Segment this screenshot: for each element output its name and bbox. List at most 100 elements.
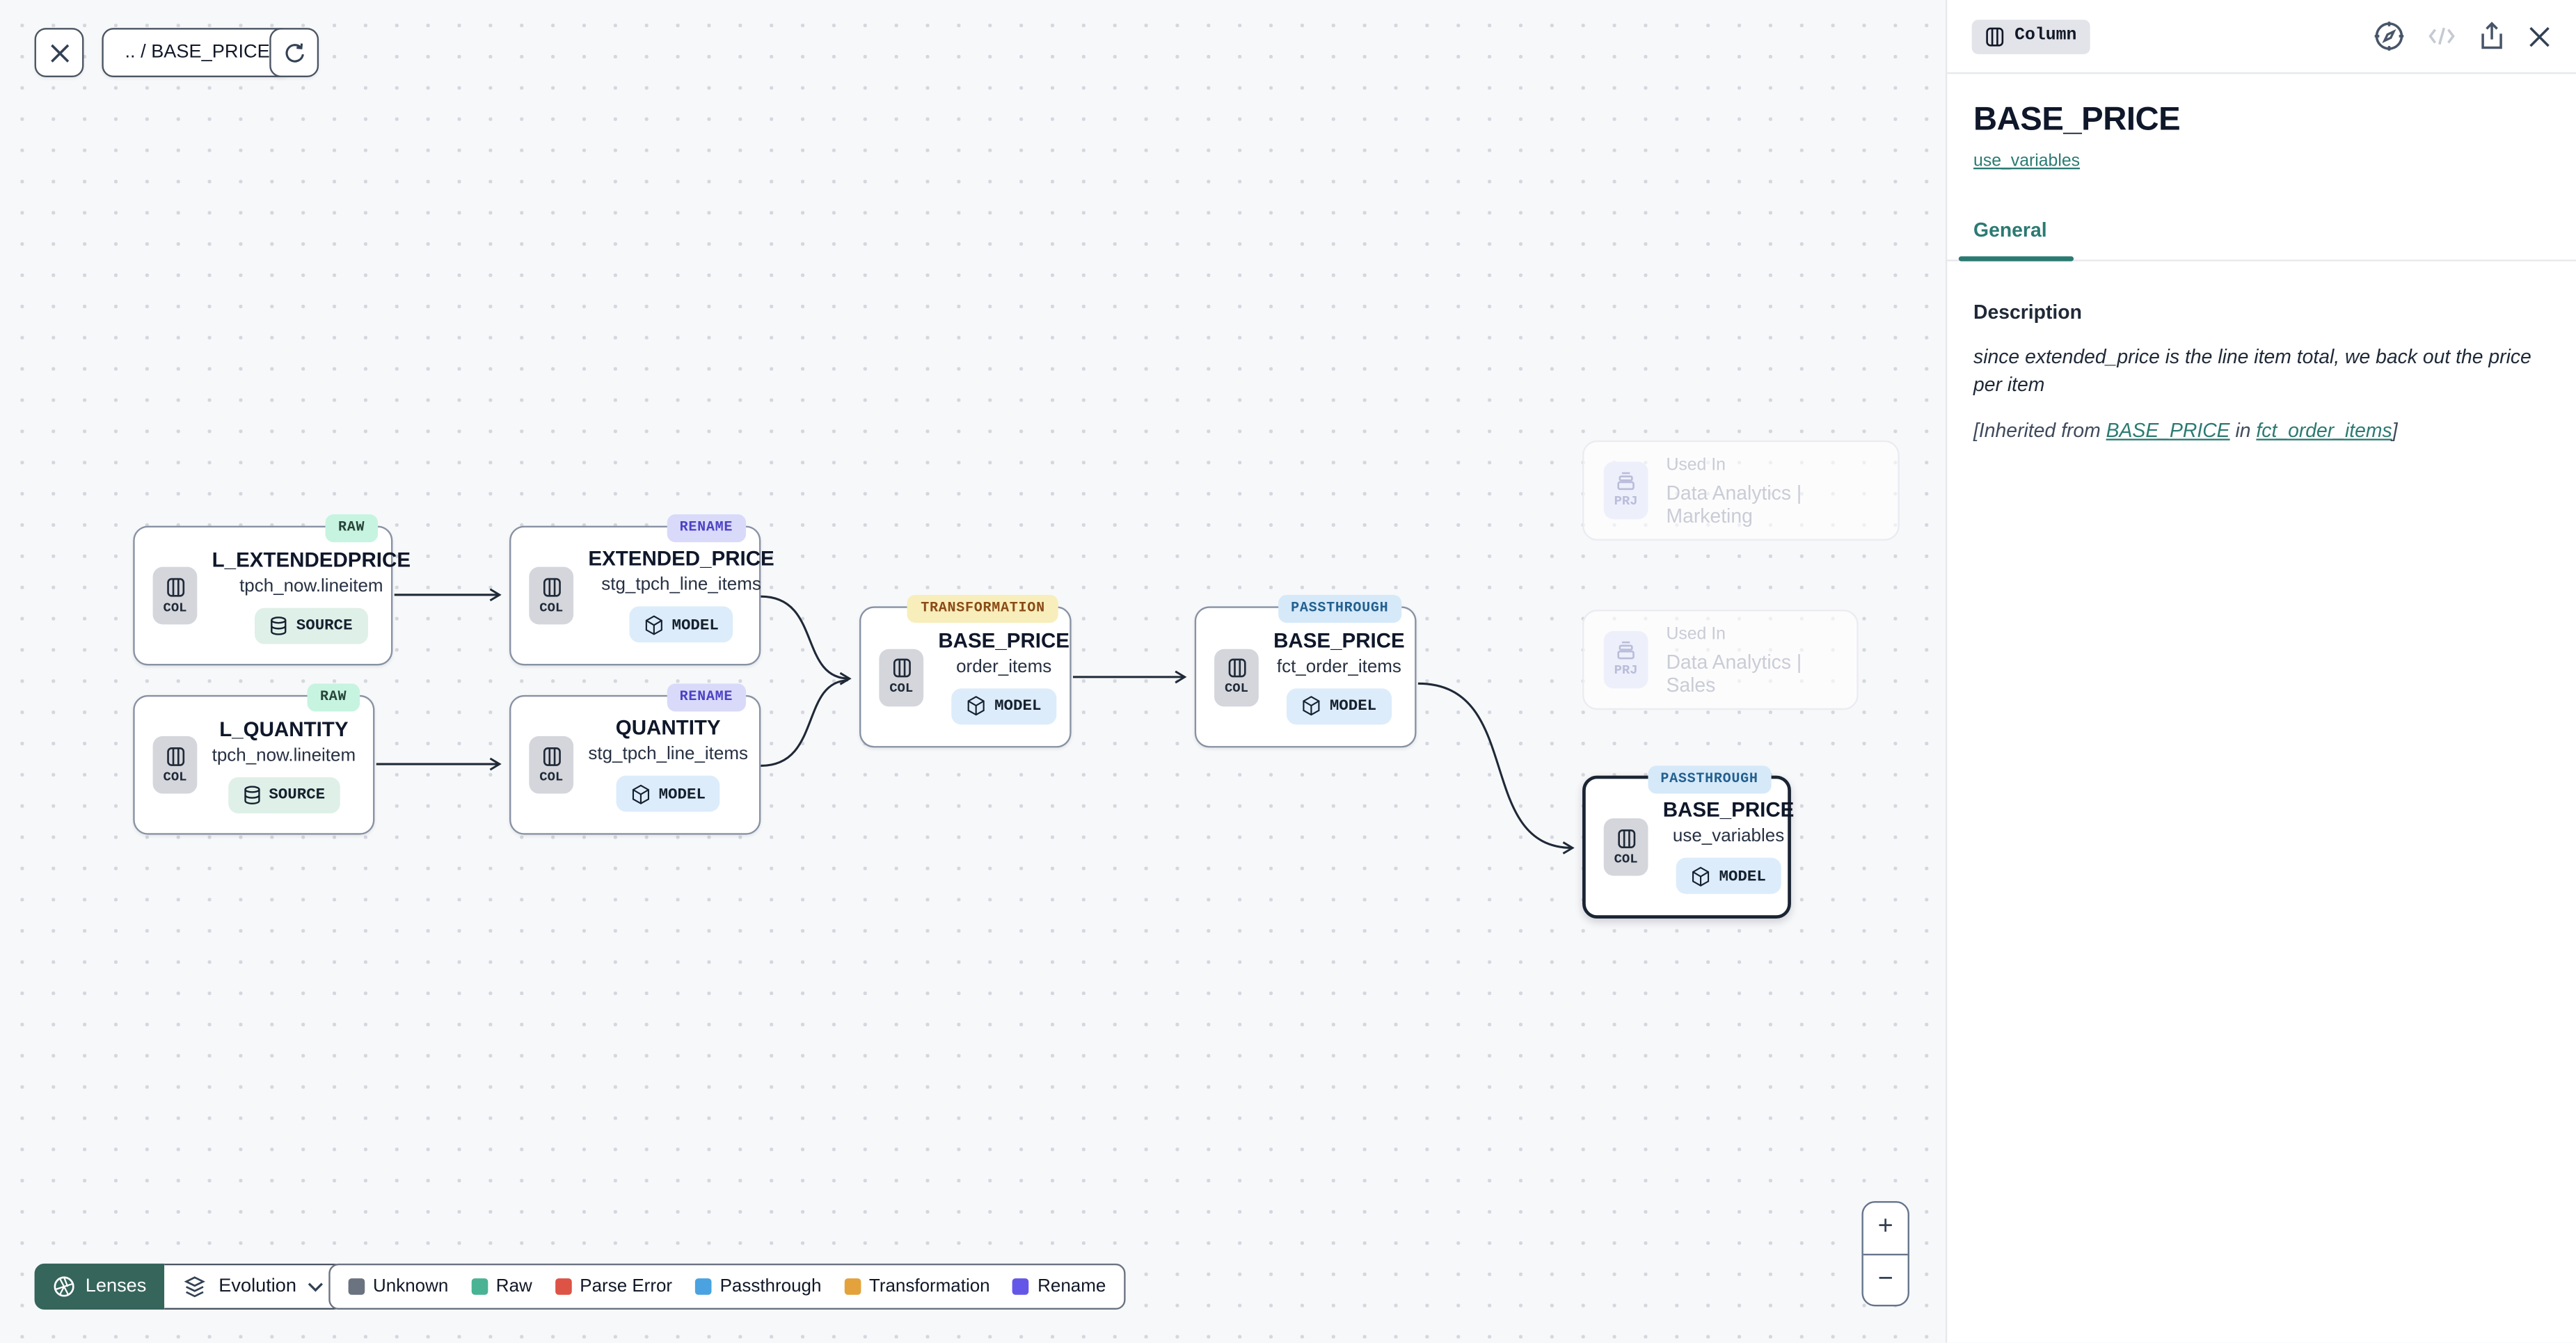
node-content: BASE_PRICE order_items MODEL <box>938 629 1070 725</box>
node-base-price-fct-order-items[interactable]: PASSTHROUGH COL BASE_PRICE fct_order_ite… <box>1194 594 1417 748</box>
model-cube-icon <box>645 614 662 635</box>
refresh-button[interactable] <box>269 28 319 77</box>
used-in-name: Data Analytics | Marketing <box>1666 480 1802 527</box>
columns-icon <box>166 746 184 765</box>
type-label: SOURCE <box>269 785 326 804</box>
inherited-middle: in <box>2229 419 2257 443</box>
node-base-price-use-variables[interactable]: PASSTHROUGH COL BASE_PRICE use_variables… <box>1582 765 1794 919</box>
column-chip: COL <box>529 736 574 794</box>
node-subtitle: order_items <box>956 656 1052 677</box>
columns-icon <box>1227 658 1246 678</box>
ghost-content: Used In Data Analytics | Sales <box>1666 623 1837 696</box>
chip-label: COL <box>1614 852 1638 867</box>
inherited-column-link[interactable]: BASE_PRICE <box>2106 419 2230 443</box>
chip-label: COL <box>1224 681 1248 697</box>
columns-icon <box>1617 828 1635 848</box>
legend-label: Transformation <box>868 1276 990 1297</box>
inherited-suffix: ] <box>2392 419 2398 443</box>
column-chip: COL <box>1214 648 1259 706</box>
legend-swatch-parse-error <box>555 1278 572 1295</box>
type-label: MODEL <box>658 785 706 804</box>
description-heading: Description <box>1973 301 2082 324</box>
type-label: SOURCE <box>296 616 353 635</box>
inherited-note: [Inherited from BASE_PRICE in fct_order_… <box>1973 419 2550 442</box>
panel-header-icons <box>2373 19 2552 52</box>
legend-item: Rename <box>1012 1276 1106 1297</box>
node-subtitle: stg_tpch_line_items <box>588 745 748 765</box>
share-button[interactable] <box>2478 22 2506 51</box>
chip-label: COL <box>163 601 187 616</box>
node-extended-price[interactable]: RENAME COL EXTENDED_PRICE stg_tpch_line_… <box>509 514 774 666</box>
panel-tabs: General <box>1947 218 2576 262</box>
node-content: L_EXTENDEDPRICE tpch_now.lineitem SOURCE <box>212 548 411 644</box>
type-pill: MODEL <box>616 776 721 813</box>
node-title: L_EXTENDEDPRICE <box>212 548 411 571</box>
project-stack-icon <box>1617 641 1635 660</box>
node-content: QUANTITY stg_tpch_line_items MODEL <box>588 717 748 813</box>
compass-icon <box>2374 22 2404 51</box>
node-subtitle: tpch_now.lineitem <box>239 575 383 596</box>
model-link[interactable]: use_variables <box>1973 151 2081 171</box>
code-button[interactable] <box>2427 24 2457 47</box>
node-base-price-order-items[interactable]: TRANSFORMATION COL BASE_PRICE order_item… <box>859 594 1072 748</box>
node-title: BASE_PRICE <box>938 628 1070 652</box>
column-chip: COL <box>1603 818 1648 876</box>
legend-item: Parse Error <box>555 1277 672 1296</box>
tab-general[interactable]: General <box>1958 218 2073 262</box>
lens-legend: Unknown Raw Parse Error Passthrough Tran… <box>328 1263 1126 1310</box>
node-subtitle: tpch_now.lineitem <box>212 745 356 765</box>
chip-label: PRJ <box>1614 664 1638 679</box>
node-l-quantity[interactable]: RAW COL L_QUANTITY tpch_now.lineitem <box>133 683 375 835</box>
type-pill: MODEL <box>1676 858 1781 895</box>
node-content: BASE_PRICE use_variables MODEL <box>1663 799 1794 895</box>
panel-header: Column <box>1947 0 2576 74</box>
share-icon <box>2481 22 2502 49</box>
zoom-in-button[interactable]: + <box>1863 1203 1908 1255</box>
description-text: since extended_price is the line item to… <box>1973 344 2531 397</box>
lenses-label: Lenses <box>85 1276 147 1297</box>
type-label: MODEL <box>1329 697 1377 715</box>
lenses-button[interactable]: Lenses <box>34 1263 165 1310</box>
lens-mode-dropdown[interactable]: Evolution <box>164 1263 344 1310</box>
used-in-node-marketing[interactable]: PRJ Used In Data Analytics | Marketing <box>1582 440 1900 541</box>
column-chip: COL <box>152 736 198 794</box>
chip-label: COL <box>539 770 564 785</box>
refresh-icon <box>285 42 303 62</box>
type-pill: SOURCE <box>228 776 340 813</box>
legend-swatch-transformation <box>844 1278 861 1295</box>
type-label: MODEL <box>671 615 719 634</box>
panel-body: Description since extended_price is the … <box>1947 261 2576 442</box>
inherited-model-link[interactable]: fct_order_items <box>2256 419 2392 443</box>
used-in-name: Data Analytics | Sales <box>1666 649 1802 697</box>
close-lineage-button[interactable] <box>34 28 84 77</box>
close-icon <box>2529 26 2550 47</box>
legend-swatch-raw <box>471 1278 488 1295</box>
legend-swatch-passthrough <box>695 1278 712 1295</box>
lens-badge: PASSTHROUGH <box>1278 594 1402 623</box>
plus-icon: + <box>1877 1213 1893 1241</box>
project-chip: PRJ <box>1603 461 1648 520</box>
node-l-extendedprice[interactable]: RAW COL L_EXTENDEDPRICE tpch_now.lineite… <box>133 514 411 666</box>
object-type-label: Column <box>2014 26 2077 47</box>
legend-label: Rename <box>1037 1276 1106 1297</box>
used-in-label: Used In <box>1666 454 1726 475</box>
type-pill: MODEL <box>1287 688 1392 724</box>
database-icon <box>244 785 260 804</box>
node-quantity[interactable]: RENAME COL QUANTITY stg_tpch_line_items … <box>509 683 761 835</box>
legend-label: Parse Error <box>580 1276 673 1297</box>
close-panel-button[interactable] <box>2527 24 2552 48</box>
panel-title-block: BASE_PRICE use_variables <box>1947 74 2576 174</box>
lens-badge: TRANSFORMATION <box>907 594 1058 623</box>
columns-icon <box>1986 26 2004 46</box>
column-chip: COL <box>529 566 574 625</box>
zoom-out-button[interactable]: − <box>1863 1255 1908 1305</box>
used-in-node-sales[interactable]: PRJ Used In Data Analytics | Sales <box>1582 610 1859 710</box>
lens-badge: RAW <box>325 514 379 543</box>
explore-button[interactable] <box>2373 19 2406 52</box>
inherited-prefix: [Inherited from <box>1973 419 2106 443</box>
breadcrumb[interactable]: .. / BASE_PRICE <box>102 28 293 77</box>
node-title: L_QUANTITY <box>219 717 349 740</box>
lens-badge: RAW <box>307 683 360 712</box>
lens-badge: RENAME <box>666 514 747 543</box>
